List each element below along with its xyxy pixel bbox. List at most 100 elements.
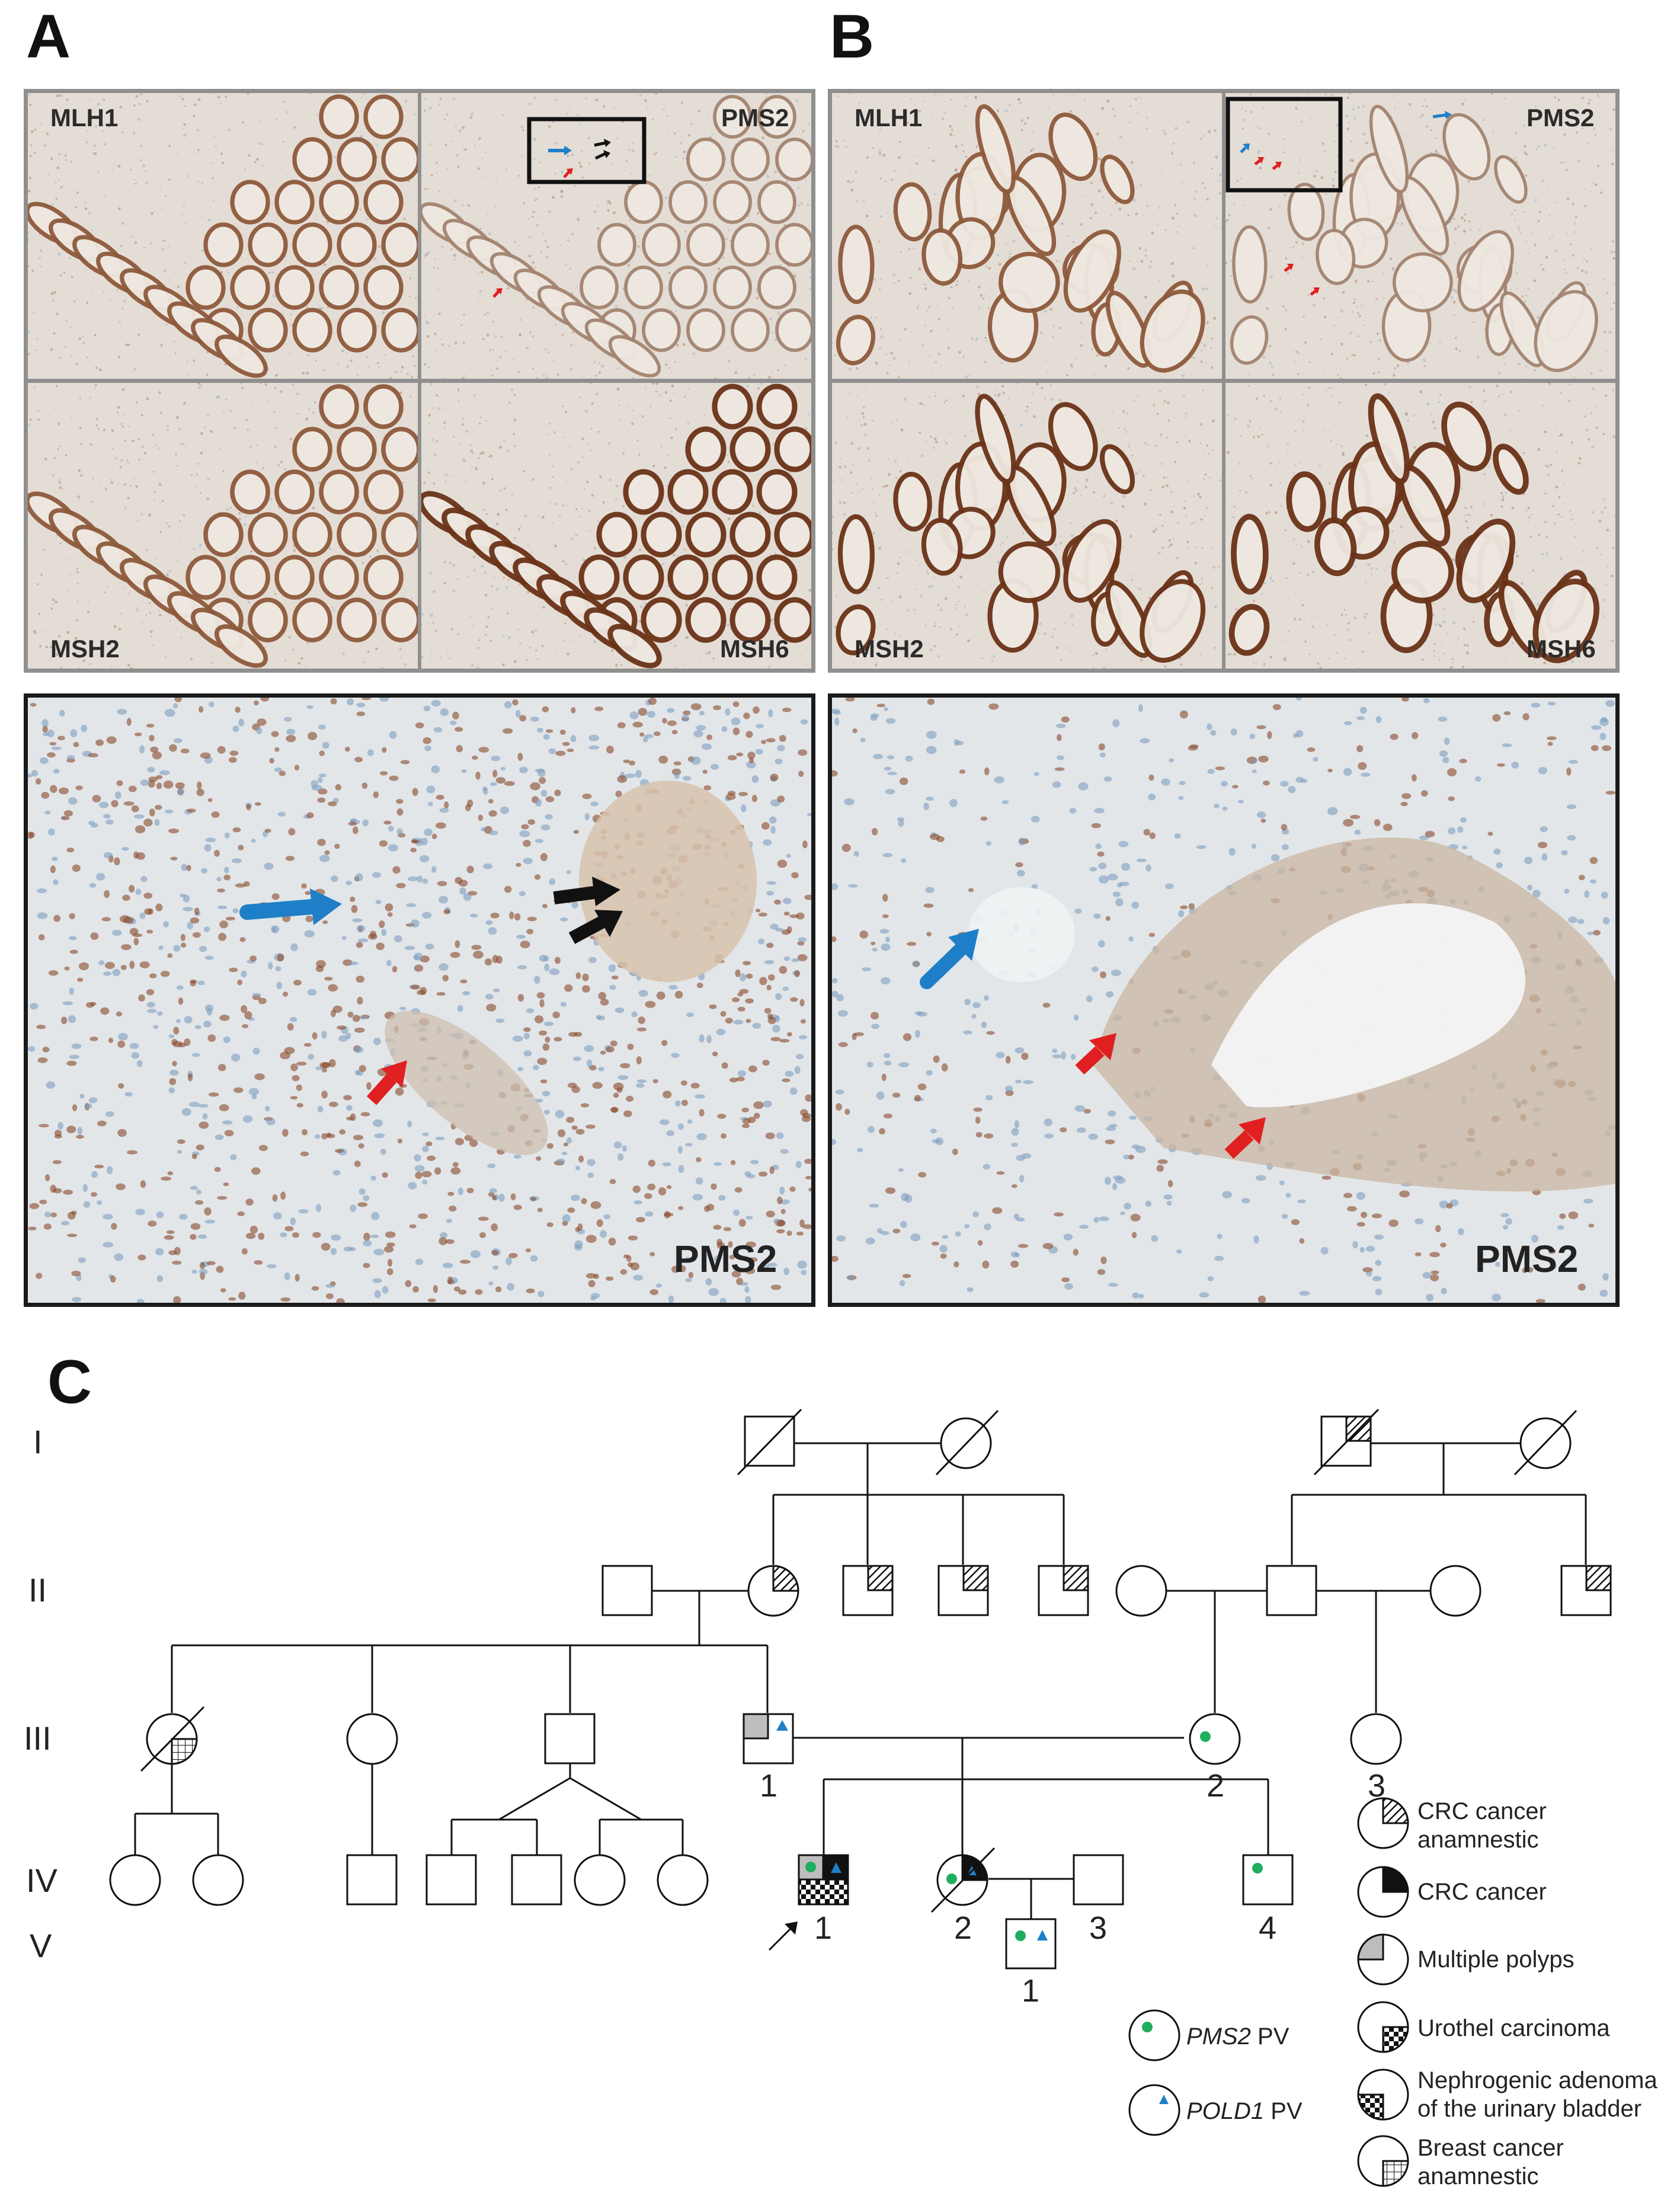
legend-nephrogenic-line1: Nephrogenic adenoma [1417,2067,1657,2093]
generation-label-III: III [24,1719,52,1757]
pms2-dot-marker [946,1874,957,1884]
legend-pold1-gene: POLD1 [1186,2098,1265,2124]
panel-a-zoom-view: PMS2 [24,693,815,1307]
pedigree-individual-II-4-male-crc-anamnestic [937,1565,989,1616]
pedigree-individual-IV-2-deceased-female-crc [930,1847,996,1913]
panel-a-inset-overlay [492,117,647,298]
legend-symbol-urothel-carcinoma [1357,2001,1409,2053]
pedigree-individual-IV-4-male-pms2 [1242,1854,1294,1906]
panel-a-black-arrow [553,877,620,906]
pold1-triangle-marker [1037,1930,1048,1941]
pedigree-individual-IV-female [657,1854,709,1906]
panel-b-mlh1-label: MLH1 [855,104,923,132]
panel-b-red-arrow [1224,1117,1266,1159]
pedigree-individual-II-7-male [1266,1565,1317,1616]
panel-b-small-red-arrow [1310,287,1320,296]
generation-label-V: V [30,1927,52,1964]
pms2-dot-marker [1015,1930,1026,1941]
panel-a-zoom-arrows [239,877,623,1105]
panel-a-zoom-tissue [28,698,811,1303]
pedigree-individual-III-male [544,1713,596,1764]
panel-a-small-red-arrow [563,168,573,178]
panel-b-mlh1-tile [832,93,1222,379]
pedigree-individual-IV-female [192,1854,244,1906]
legend-crc-anamnestic: CRC cancer anamnestic [1417,1797,1547,1854]
legend-pms2-suffix: PV [1250,2023,1289,2050]
panel-a-mlh1-label: MLH1 [50,104,119,132]
pedigree-individual-III-3-female [1350,1713,1402,1765]
panel-a-letter: A [26,2,71,71]
legend-nephrogenic-line2: of the urinary bladder [1417,2096,1642,2122]
panel-a-red-arrow [366,1060,407,1105]
panel-b-msh6-tile [1225,383,1615,669]
pedigree-individual-IV-3-male [1073,1854,1124,1906]
pedigree-individual-I-1-deceased-male [737,1408,802,1476]
panel-b-small-red-arrow [1254,157,1264,165]
panel-b-small-blue-arrow [1432,111,1452,119]
individual-number-V-1: 1 [1022,1973,1040,2009]
pedigree-individual-I-4-deceased-female [1513,1409,1577,1476]
panel-c-letter: C [47,1348,92,1417]
legend-pms2-gene: PMS2 [1186,2023,1251,2050]
legend-symbol-crc-cancer [1357,1866,1409,1918]
proband-arrow-icon [768,1922,798,1951]
panel-a-msh6-label: MSH6 [720,635,789,663]
legend-pold1-pv: POLD1 PV [1186,2097,1303,2125]
panel-b-small-red-arrow [1284,264,1294,272]
generation-label-IV: IV [26,1862,57,1899]
panel-b-blue-arrow [920,929,979,989]
legend-symbol-pold1-pv [1128,2084,1180,2136]
pms2-dot-marker [1252,1863,1263,1874]
pedigree-individual-III-female [346,1713,398,1765]
panel-a-pms2-tile [421,93,811,379]
pedigree-individual-III-breast-cancer-deceased-female [140,1706,205,1772]
panel-a-msh2-tile [28,383,418,669]
individual-number-III-2: 2 [1207,1768,1225,1804]
pedigree-individual-I-3-deceased-male-crc-anamnestic [1313,1408,1380,1476]
panel-a-zoom-label: PMS2 [674,1238,777,1280]
legend-urothel-carcinoma: Urothel carcinoma [1417,2015,1610,2041]
pedigree-lines [134,1442,1587,1919]
legend-crc-anamnestic-line2: anamnestic [1417,1827,1539,1853]
panel-b-zoom-arrows [920,929,1266,1159]
pedigree-individual-III-2-female-pms2 [1189,1713,1241,1765]
legend-breast-line1: Breast cancer [1417,2135,1564,2161]
panel-b-ihc-grid: MLH1 PMS2 MSH2 MSH6 [828,89,1620,673]
legend-symbol-nephrogenic-adenoma [1357,2069,1409,2121]
pedigree-individual-II-5-male-crc-anamnestic [1038,1565,1089,1616]
panel-b-letter: B [830,2,875,71]
panel-b-msh2-tile [832,383,1222,669]
pedigree-individual-II-2-female-crc-anamnestic [747,1565,799,1617]
pedigree-individual-IV-1-proband-male [798,1854,849,1906]
individual-number-III-1: 1 [760,1768,778,1804]
panel-b-zoom-tissue [832,698,1615,1303]
legend-multiple-polyps: Multiple polyps [1417,1946,1575,1973]
panel-b-zoom-label: PMS2 [1475,1238,1579,1280]
pedigree-individual-II-1-male [601,1565,653,1616]
legend-symbol-pms2-pv [1128,2009,1180,2061]
pedigree-drawing [109,1408,1612,2187]
panel-b-inset-box [1225,97,1343,193]
panel-b-pms2-label: PMS2 [1527,104,1595,132]
legend-breast-cancer: Breast cancer anamnestic [1417,2134,1564,2191]
legend-symbol-crc-anamnestic [1357,1797,1409,1849]
individual-number-IV-2: 2 [954,1910,972,1946]
pedigree-individual-V-1-male-pms2-pold1 [1005,1918,1057,1970]
panel-b-pms2-tile [1225,93,1615,379]
pedigree-individual-II-6-female [1115,1565,1167,1617]
legend-symbol-breast-cancer [1357,2135,1409,2187]
pedigree-individual-IV-female [574,1854,626,1906]
panel-a-small-red-arrow [492,288,503,298]
generation-label-II: II [28,1571,47,1609]
legend-breast-line2: anamnestic [1417,2163,1539,2189]
panel-a-msh2-label: MSH2 [50,635,120,663]
panel-b-red-arrow [1075,1033,1116,1075]
pedigree-individual-III-1-male-polyps-pold1 [743,1713,794,1764]
panel-a-msh6-tile [421,383,811,669]
pedigree-individual-IV-male [511,1854,562,1906]
panel-a-black-arrow [568,910,623,944]
pedigree-chart: I II III IV V 1 2 3 1 2 3 4 1 CRC cancer… [0,1340,1680,2206]
pms2-dot-marker [805,1862,816,1872]
pedigree-individual-II-9-male-crc-anamnestic [1560,1565,1612,1616]
panel-a-ihc-grid: MLH1 PMS2 MSH2 MSH6 [24,89,815,673]
